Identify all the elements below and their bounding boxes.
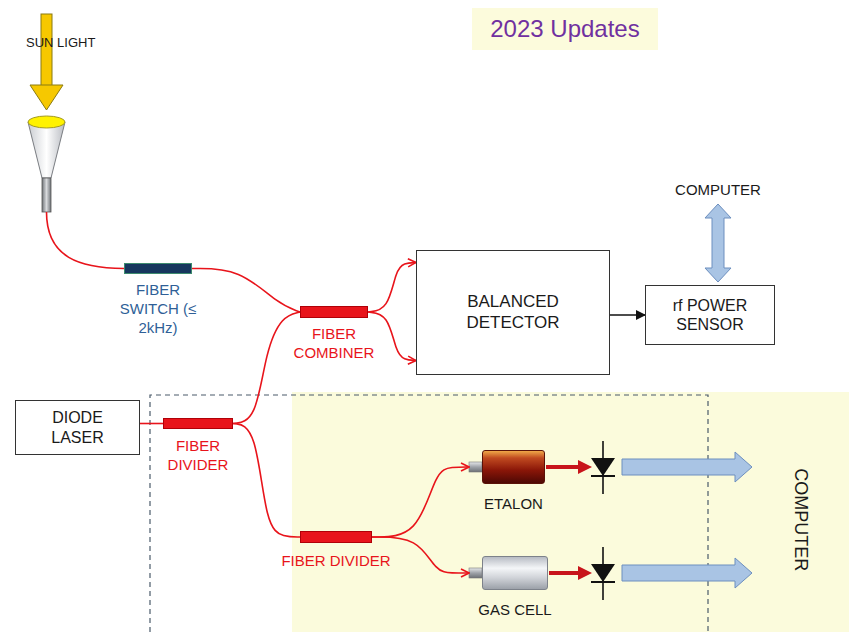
optical-fiber	[368, 263, 416, 313]
fiber-divider: FIBER DIVIDER	[300, 531, 372, 543]
photodiode-symbol	[591, 564, 615, 582]
component-caption: FIBER COMBINER	[287, 325, 382, 363]
collector-aperture	[28, 116, 65, 128]
computer-label: COMPUTER	[789, 445, 811, 595]
optical-fiber	[140, 423, 163, 425]
optical-fiber	[233, 312, 300, 424]
beam-arrow-head	[578, 566, 592, 580]
box-label: BALANCED DETECTOR	[453, 292, 573, 333]
fiber-combiner: FIBER COMBINER	[300, 306, 368, 318]
optical-fiber	[192, 269, 300, 313]
box-label: 2023 Updates	[490, 15, 639, 44]
gas-cell-output	[549, 547, 752, 600]
fiber-divider: FIBER DIVIDER	[163, 418, 233, 429]
box-label: DIODE LASER	[33, 408, 123, 446]
gas-cell-fiber-tip	[469, 568, 482, 578]
signal-arrow	[622, 558, 752, 588]
etalon-output	[546, 441, 752, 494]
title-box: 2023 Updates	[472, 8, 658, 50]
computer-label: COMPUTER	[668, 181, 768, 199]
beam-arrow	[546, 465, 580, 469]
photodiode-symbol	[591, 458, 615, 476]
sunlight-arrow-head	[30, 85, 63, 110]
signal-arrow	[610, 314, 645, 316]
source-label: SUN LIGHT	[26, 35, 95, 51]
etalon: ETALON	[482, 450, 545, 484]
optical-fiber	[233, 424, 300, 538]
component-caption: FIBER SWITCH (≤ 2kHz)	[118, 281, 198, 337]
optical-fiber	[368, 312, 416, 361]
photodiode-bar	[591, 581, 615, 583]
component-caption: ETALON	[464, 495, 564, 514]
laser-box: DIODE LASER	[15, 400, 140, 455]
beam-arrow	[549, 571, 580, 575]
fiber-connector	[42, 178, 51, 212]
etalon-fiber-tip	[469, 462, 482, 472]
beam-arrow-head	[578, 460, 592, 474]
sunlight-fiber	[47, 212, 125, 269]
highlight-region	[292, 392, 849, 632]
signal-arrow	[622, 452, 752, 482]
photodiode-bar	[591, 475, 615, 477]
data-double-arrow	[705, 204, 731, 282]
box-label: rf POWER SENSOR	[655, 296, 765, 334]
fiber-switch: FIBER SWITCH (≤ 2kHz)	[124, 263, 192, 274]
collector-funnel	[28, 122, 65, 178]
detector-box: BALANCED DETECTOR	[416, 250, 610, 375]
component-caption: GAS CELL	[465, 601, 565, 620]
optical-fiber	[372, 467, 469, 537]
dashed-region	[150, 395, 708, 632]
component-caption: FIBER DIVIDER	[158, 437, 238, 475]
component-caption: FIBER DIVIDER	[266, 552, 406, 571]
power-sensor-box: rf POWER SENSOR	[645, 285, 775, 345]
gas-cell: GAS CELL	[482, 556, 548, 590]
